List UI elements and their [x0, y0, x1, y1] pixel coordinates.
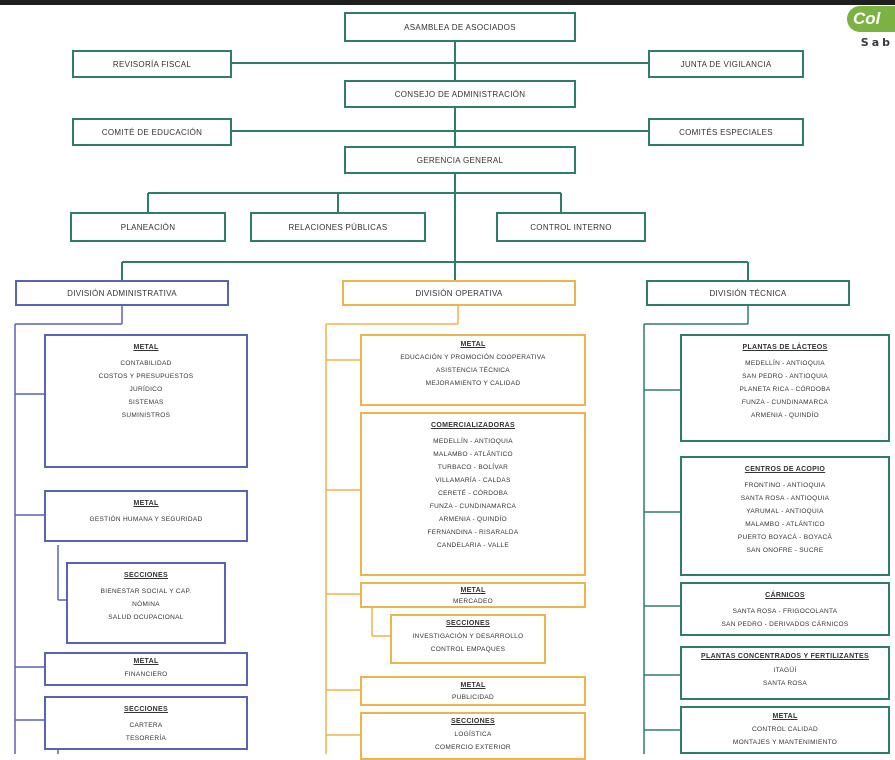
list-item: CONTROL CALIDAD	[751, 726, 819, 733]
list-item: JURÍDICO	[129, 386, 163, 393]
list-item: LOGÍSTICA	[454, 731, 492, 738]
box-heading: METAL	[133, 500, 159, 507]
node-planeacion[interactable]: PLANEACIÓN	[70, 212, 226, 242]
list-item: TURBACO - BOLÍVAR	[437, 464, 509, 471]
box-heading: PLANTAS CONCENTRADOS Y FERTILIZANTES	[701, 653, 869, 660]
list-item: PUERTO BOYACÁ - BOYACÁ	[737, 534, 833, 541]
box-heading: METAL	[460, 341, 486, 348]
list-item: SANTA ROSA	[762, 680, 808, 687]
box-heading: COMERCIALIZADORAS	[430, 422, 516, 429]
node-gerencia-general[interactable]: GERENCIA GENERAL	[344, 146, 576, 174]
list-item: CONTABILIDAD	[120, 360, 172, 367]
node-consejo[interactable]: CONSEJO DE ADMINISTRACIÓN	[344, 80, 576, 108]
box-heading: CÁRNICOS	[765, 592, 805, 599]
list-item: PUBLICIDAD	[451, 694, 494, 701]
oper-box-3[interactable]: METAL MERCADEO	[360, 582, 586, 608]
division-tecnica[interactable]: DIVISIÓN TÉCNICA	[646, 280, 850, 306]
list-item: PLANETA RICA - CÓRDOBA	[739, 386, 831, 393]
box-heading: METAL	[460, 587, 486, 594]
list-item: SAN PEDRO - ANTIOQUIA	[742, 373, 828, 380]
oper-box-1[interactable]: METAL EDUCACIÓN Y PROMOCIÓN COOPERATIVA …	[360, 334, 586, 406]
admin-box-2[interactable]: METAL GESTIÓN HUMANA Y SEGURIDAD	[44, 490, 248, 542]
list-item: FRONTINO - ANTIOQUIA	[744, 482, 826, 489]
node-junta-vigilancia[interactable]: JUNTA DE VIGILANCIA	[648, 50, 804, 78]
admin-box-1[interactable]: METAL CONTABILIDAD COSTOS Y PRESUPUESTOS…	[44, 334, 248, 468]
list-item: BIENESTAR SOCIAL Y CAP.	[100, 588, 192, 595]
box-heading: PLANTAS DE LÁCTEOS	[742, 344, 828, 351]
list-item: MEDELLÍN - ANTIOQUIA	[433, 438, 513, 445]
list-item: CARTERA	[129, 722, 163, 729]
list-item: GESTIÓN HUMANA Y SEGURIDAD	[89, 516, 203, 523]
box-heading: SECCIONES	[451, 718, 495, 725]
list-item: EDUCACIÓN Y PROMOCIÓN COOPERATIVA	[400, 354, 546, 361]
tec-box-2[interactable]: CENTROS DE ACOPIO FRONTINO - ANTIOQUIA S…	[680, 456, 890, 576]
box-heading: CENTROS DE ACOPIO	[744, 466, 826, 473]
admin-box-4[interactable]: METAL FINANCIERO	[44, 652, 248, 686]
node-relaciones-publicas[interactable]: RELACIONES PÚBLICAS	[250, 212, 426, 242]
tec-box-5[interactable]: METAL CONTROL CALIDAD MONTAJES Y MANTENI…	[680, 706, 890, 754]
tec-box-3[interactable]: CÁRNICOS SANTA ROSA - FRIGOCOLANTA SAN P…	[680, 582, 890, 636]
list-item: ARMENIA - QUINDÍO	[439, 516, 507, 523]
division-administrativa[interactable]: DIVISIÓN ADMINISTRATIVA	[15, 280, 229, 306]
list-item: SAN PEDRO - DERIVADOS CÁRNICOS	[721, 621, 849, 628]
company-logo: Col Sab	[845, 6, 895, 54]
list-item: ARMENIA - QUINDÍO	[751, 412, 819, 419]
list-item: CONTROL EMPAQUES	[430, 646, 506, 653]
list-item: COSTOS Y PRESUPUESTOS	[98, 373, 194, 380]
node-control-interno[interactable]: CONTROL INTERNO	[496, 212, 646, 242]
list-item: ASISTENCIA TÉCNICA	[436, 367, 510, 374]
list-item: YARUMAL - ANTIOQUIA	[746, 508, 824, 515]
tec-box-1[interactable]: PLANTAS DE LÁCTEOS MEDELLÍN - ANTIOQUIA …	[680, 334, 890, 442]
list-item: MONTAJES Y MANTENIMIENTO	[732, 739, 838, 746]
logo-mark: Col	[847, 6, 895, 32]
box-heading: SECCIONES	[446, 620, 490, 627]
list-item: ITAGÜÍ	[773, 667, 797, 674]
list-item: FERNANDINA - RISARALDA	[427, 529, 519, 536]
oper-box-2[interactable]: COMERCIALIZADORAS MEDELLÍN - ANTIOQUIA M…	[360, 412, 586, 576]
box-heading: METAL	[772, 713, 798, 720]
list-item: SISTEMAS	[128, 399, 164, 406]
list-item: MALAMBO - ATLÁNTICO	[745, 521, 825, 528]
list-item: NÓMINA	[132, 601, 160, 608]
admin-box-5[interactable]: SECCIONES CARTERA TESORERÍA	[44, 696, 248, 750]
oper-box-5[interactable]: METAL PUBLICIDAD	[360, 676, 586, 706]
list-item: FINANCIERO	[124, 671, 168, 678]
box-heading: METAL	[133, 658, 159, 665]
list-item: SAN ONOFRE - SUCRE	[746, 547, 824, 554]
list-item: SANTA ROSA - ANTIOQUIA	[740, 495, 830, 502]
admin-box-3[interactable]: SECCIONES BIENESTAR SOCIAL Y CAP. NÓMINA…	[66, 562, 226, 644]
list-item: MEDELLÍN - ANTIOQUIA	[745, 360, 825, 367]
list-item: MALAMBO - ATLÁNTICO	[433, 451, 513, 458]
box-heading: METAL	[133, 344, 159, 351]
node-revisoria-fiscal[interactable]: REVISORÍA FISCAL	[72, 50, 232, 78]
node-comite-educacion[interactable]: COMITÉ DE EDUCACIÓN	[72, 118, 232, 146]
tec-box-4[interactable]: PLANTAS CONCENTRADOS Y FERTILIZANTES ITA…	[680, 646, 890, 700]
list-item: SANTA ROSA - FRIGOCOLANTA	[732, 608, 838, 615]
node-comites-especiales[interactable]: COMITÉS ESPECIALES	[648, 118, 804, 146]
box-heading: METAL	[460, 682, 486, 689]
list-item: COMERCIO EXTERIOR	[435, 744, 511, 751]
list-item: SALUD OCUPACIONAL	[108, 614, 184, 621]
list-item: VILLAMARÍA - CALDAS	[435, 477, 511, 484]
division-operativa[interactable]: DIVISIÓN OPERATIVA	[342, 280, 576, 306]
list-item: MERCADEO	[453, 598, 493, 605]
box-heading: SECCIONES	[124, 572, 168, 579]
logo-text: Sab	[860, 36, 893, 49]
list-item: CERETÉ - CÓRDOBA	[438, 490, 508, 497]
box-heading: SECCIONES	[124, 706, 168, 713]
list-item: SUMINISTROS	[121, 412, 171, 419]
list-item: TESORERÍA	[125, 735, 167, 742]
oper-box-6[interactable]: SECCIONES LOGÍSTICA COMERCIO EXTERIOR	[360, 712, 586, 760]
list-item: MEJORAMIENTO Y CALIDAD	[425, 380, 521, 387]
top-border	[0, 0, 895, 5]
list-item: FUNZA - CUNDINAMARCA	[741, 399, 829, 406]
list-item: CANDELARIA - VALLE	[436, 542, 510, 549]
list-item: INVESTIGACIÓN Y DESARROLLO	[412, 633, 524, 640]
node-asamblea[interactable]: ASAMBLEA DE ASOCIADOS	[344, 12, 576, 42]
list-item: FUNZA - CUNDINAMARCA	[429, 503, 517, 510]
oper-box-4[interactable]: SECCIONES INVESTIGACIÓN Y DESARROLLO CON…	[390, 614, 546, 664]
